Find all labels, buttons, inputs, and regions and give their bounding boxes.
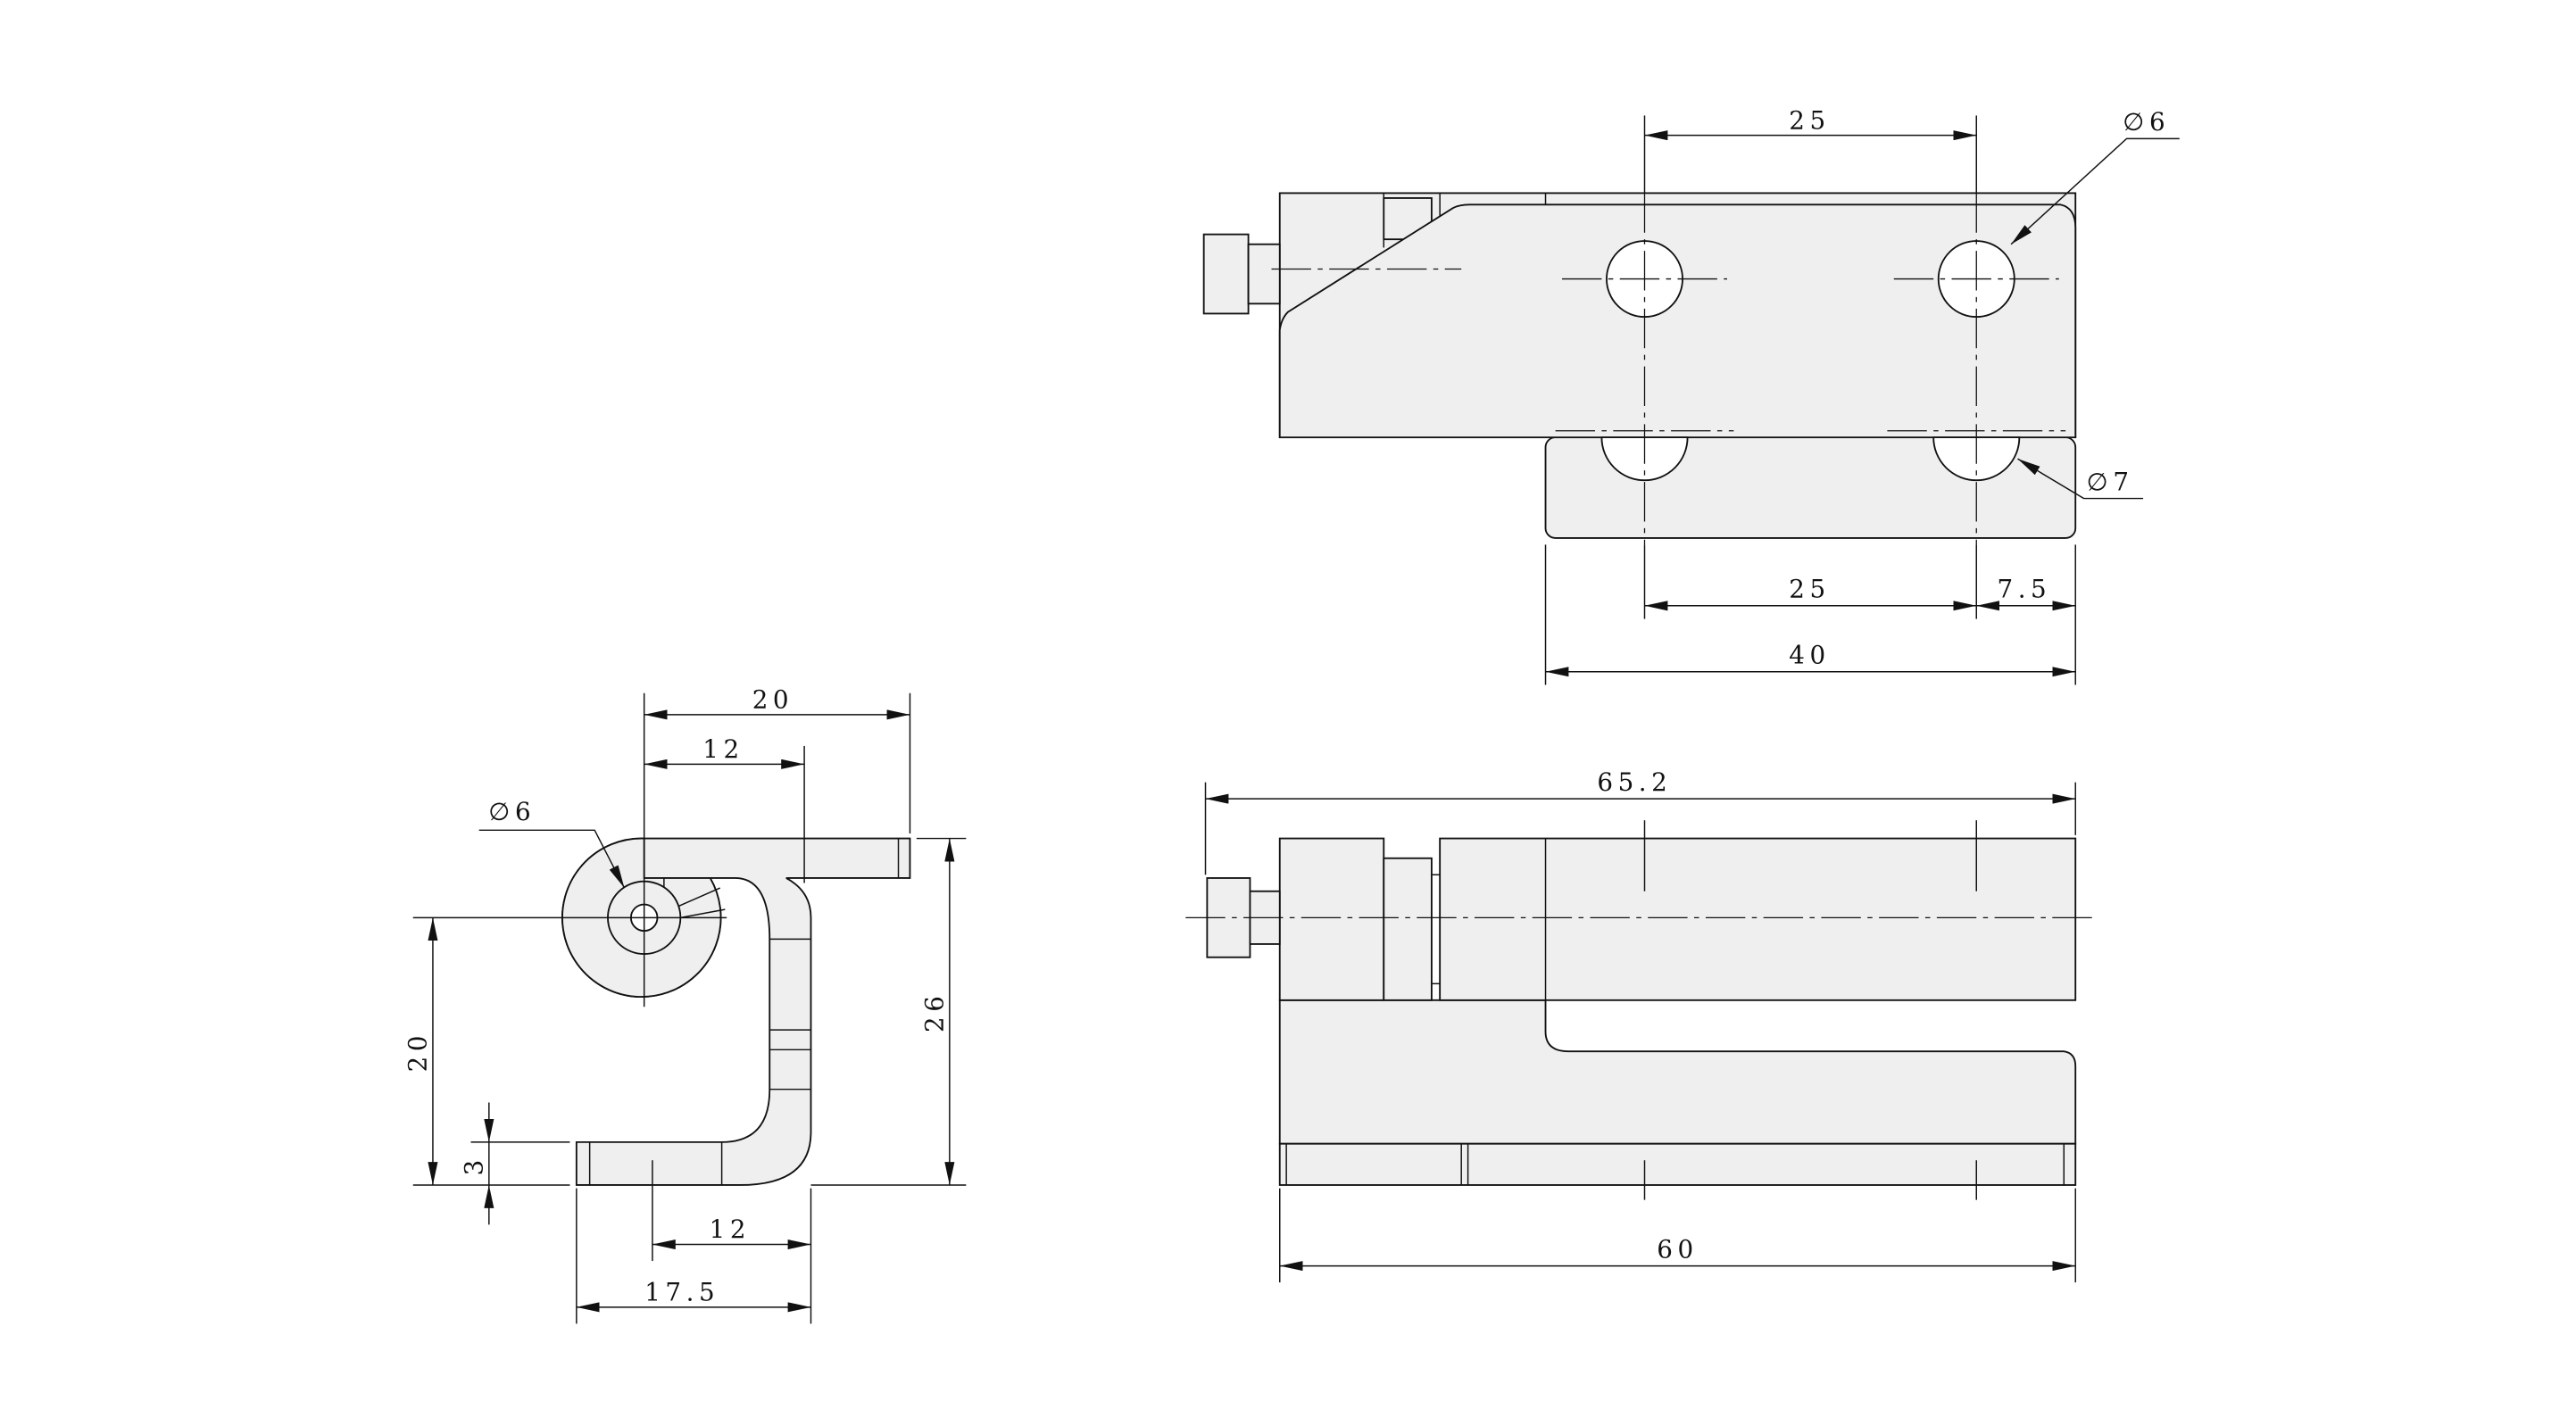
top-view: 25 ∅6 ∅7 25 7.5 40 (1202, 105, 2180, 685)
knob-stem (1247, 243, 1281, 305)
middle-block (1383, 857, 1433, 1001)
dim-plate-width: 40 (1789, 641, 1830, 670)
body-lower (1278, 999, 2077, 1145)
chamfered-top-plate (1278, 203, 2077, 439)
upper-block (1439, 837, 2077, 1001)
knob (1202, 233, 1250, 315)
dim-thickness: 3 (459, 1155, 488, 1175)
dim-bottom-inner: 12 (710, 1215, 751, 1244)
side-view: 20 12 ∅6 20 26 3 12 17.5 (403, 684, 967, 1324)
dim-hole-diameter-7: ∅7 (2087, 467, 2134, 496)
dim-bottom-width: 17.5 (644, 1277, 719, 1306)
dim-overall-length: 65.2 (1597, 767, 1672, 797)
dim-hole-diameter-6: ∅6 (2123, 107, 2170, 137)
dim-overall-height: 26 (919, 991, 949, 1032)
left-block (1278, 837, 1385, 1001)
dim-pin-height: 20 (403, 1031, 433, 1072)
dim-body-length: 60 (1657, 1234, 1698, 1264)
dim-top-width: 20 (752, 684, 794, 714)
dim-pin-diameter: ∅6 (488, 797, 536, 826)
front-view: 65.2 60 (1185, 767, 2094, 1283)
dim-edge-offset: 7.5 (1998, 575, 2052, 604)
base-strip (1278, 1142, 2077, 1186)
dim-hole-spacing-top: 25 (1789, 105, 1830, 135)
dim-top-inner: 12 (702, 734, 744, 764)
dim-hole-spacing-bottom: 25 (1789, 575, 1830, 604)
